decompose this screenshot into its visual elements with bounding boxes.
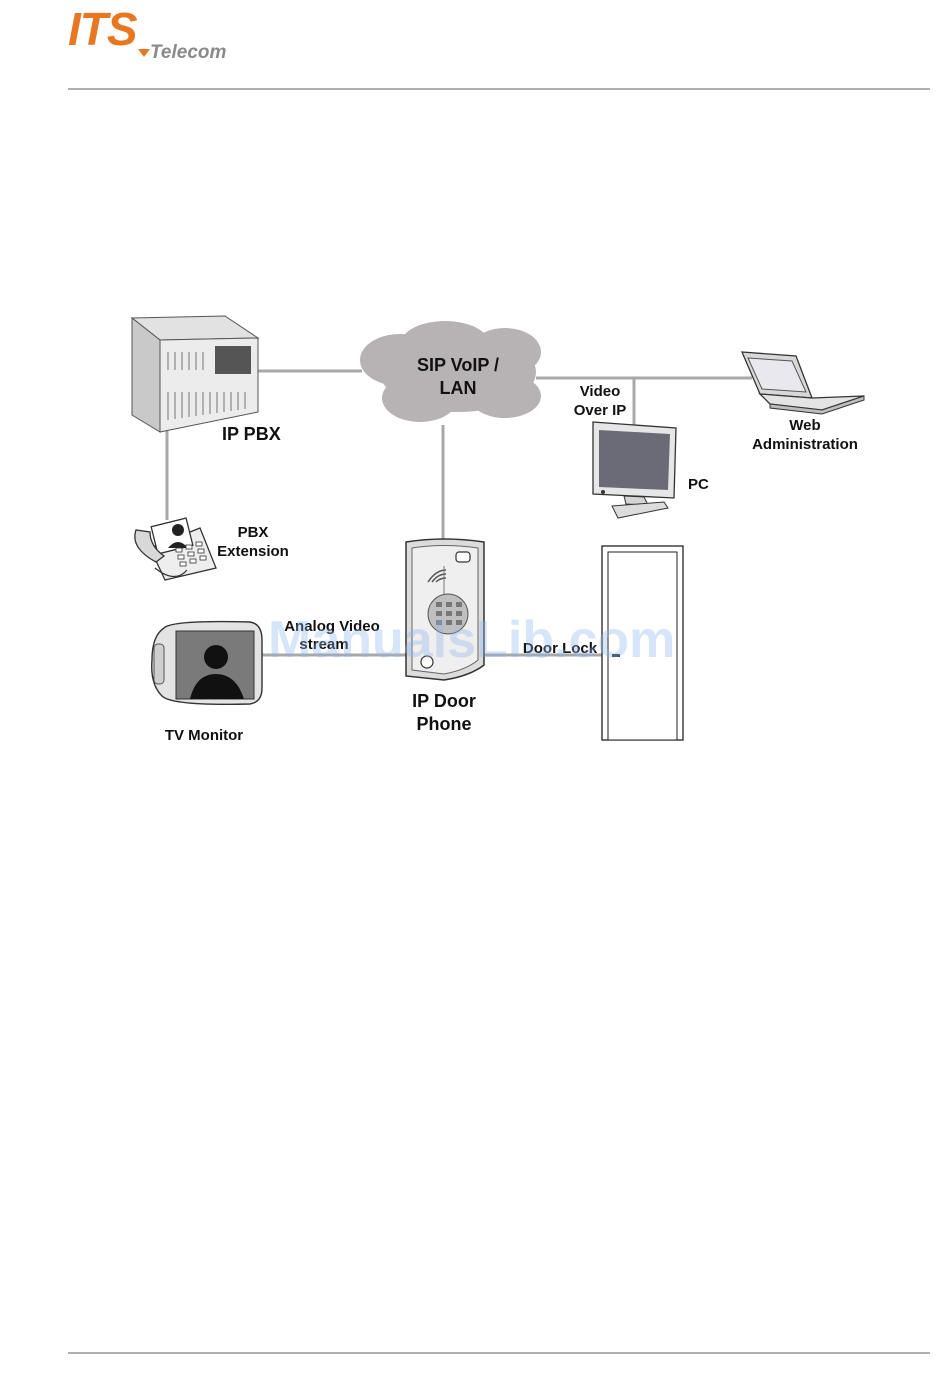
ip-pbx-icon [132, 316, 258, 432]
pbx-extension-label-line1: PBX [238, 524, 269, 541]
pc-monitor-icon [593, 422, 676, 518]
door-phone-label-line1: IP Door [412, 691, 476, 711]
door-phone-label-line2: Phone [416, 714, 471, 734]
manualslib-watermark: ManualsLib.com [268, 610, 675, 670]
pbx-extension-label-line2: Extension [217, 543, 289, 560]
pbx-extension-phone-icon [135, 518, 216, 580]
cloud-label-line1: SIP VoIP / [417, 355, 499, 375]
tv-monitor-label: TV Monitor [165, 727, 243, 744]
cloud-label-line2: LAN [440, 378, 477, 398]
web-admin-label-line2: Administration [752, 436, 858, 453]
laptop-icon [742, 352, 864, 414]
ip-pbx-label: IP PBX [222, 424, 281, 444]
web-admin-label-line1: Web [789, 417, 820, 434]
video-over-ip-label-line1: Video [580, 383, 621, 400]
tv-monitor-icon [152, 622, 262, 705]
video-over-ip-label-line2: Over IP [574, 402, 627, 419]
pc-label: PC [688, 476, 709, 493]
